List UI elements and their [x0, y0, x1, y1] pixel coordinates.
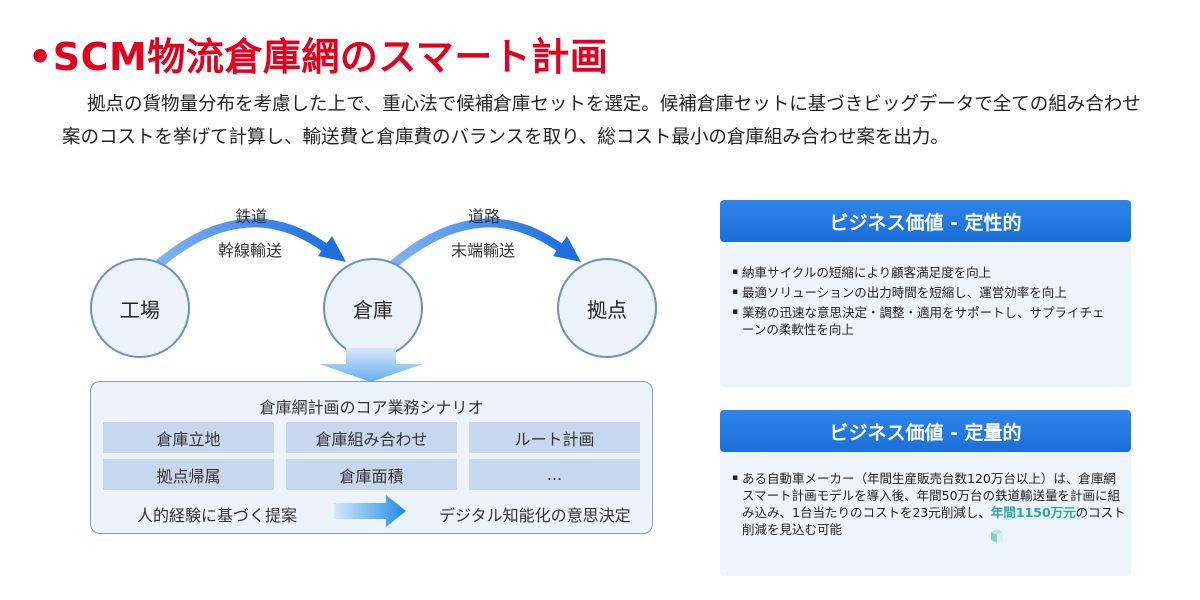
rail-arc-head — [318, 236, 346, 262]
node-warehouse-label: 倉庫 — [353, 297, 393, 322]
road-arc — [390, 218, 568, 268]
quantitative-panel: ビジネス価値 - 定量的 ▪ ある自動車メーカー（年間生産販売台数120万台以上… — [720, 410, 1131, 576]
edge-mode-rail: 鉄道 — [235, 207, 268, 226]
scenario-cell: 倉庫面積 — [286, 459, 457, 490]
list-item: 業務の迅速な意思決定・調整・適用をサポートし、サプライチェーンの柔軟性を向上 — [732, 304, 1117, 338]
scenario-cell: ルート計画 — [469, 422, 640, 453]
scenario-cell: ... — [469, 459, 640, 490]
scenario-cell: 倉庫立地 — [103, 422, 274, 453]
bullet-icon: ▪ — [732, 473, 739, 483]
quantitative-text: ▪ ある自動車メーカー（年間生産販売台数120万台以上）は、倉庫網スマート計画モ… — [732, 470, 1127, 538]
edge-desc-trunk: 幹線輸送 — [218, 241, 283, 260]
quantitative-heading: ビジネス価値 - 定量的 — [720, 410, 1131, 452]
decorative-cube-icon — [991, 529, 1003, 543]
node-factory-label: 工場 — [120, 297, 160, 322]
list-item: 最適ソリューションの出力時間を短縮し、運営効率を向上 — [732, 284, 1117, 301]
page-title: •SCM物流倉庫網のスマート計画 — [28, 35, 609, 79]
edge-mode-road: 道路 — [468, 207, 501, 226]
quantitative-highlight: 年間1150万元 — [990, 505, 1076, 520]
scenario-cell: 拠点帰属 — [103, 459, 274, 490]
node-factory: 工場 — [90, 258, 190, 358]
node-base-label: 拠点 — [587, 297, 627, 322]
qualitative-list: 納車サイクルの短縮により顧客満足度を向上 最適ソリューションの出力時間を短縮し、… — [720, 242, 1131, 338]
list-item: 納車サイクルの短縮により顧客満足度を向上 — [732, 264, 1117, 281]
node-base: 拠点 — [557, 258, 657, 358]
node-warehouse: 倉庫 — [323, 258, 423, 358]
edge-desc-last-mile: 末端輸送 — [451, 241, 516, 260]
qualitative-panel: ビジネス価値 - 定性的 納車サイクルの短縮により顧客満足度を向上 最適ソリュー… — [720, 200, 1131, 387]
core-scenario-box: 倉庫網計画のコア業務シナリオ 倉庫立地 倉庫組み合わせ ルート計画 拠点帰属 倉… — [90, 381, 653, 534]
flow-to-label: デジタル知能化の意思決定 — [439, 506, 631, 525]
road-arc-head — [553, 236, 581, 262]
quantitative-text-pre: ある自動車メーカー（年間生産販売台数120万台以上）は、倉庫網スマート計画モデル… — [742, 471, 1121, 520]
scenario-cell: 倉庫組み合わせ — [286, 422, 457, 453]
right-arrow-icon — [334, 495, 406, 527]
down-arrow-icon — [319, 348, 423, 382]
qualitative-heading: ビジネス価値 - 定性的 — [720, 200, 1131, 242]
quantitative-text-post: のコスト削減を見込む可能 — [742, 505, 1126, 537]
description-paragraph: 拠点の貨物量分布を考慮した上で、重心法で候補倉庫セットを選定。候補倉庫セットに基… — [62, 94, 1141, 148]
flow-from-label: 人的経験に基づく提案 — [137, 506, 298, 525]
rail-arc — [155, 218, 333, 268]
scenario-title: 倉庫網計画のコア業務シナリオ — [259, 398, 484, 417]
